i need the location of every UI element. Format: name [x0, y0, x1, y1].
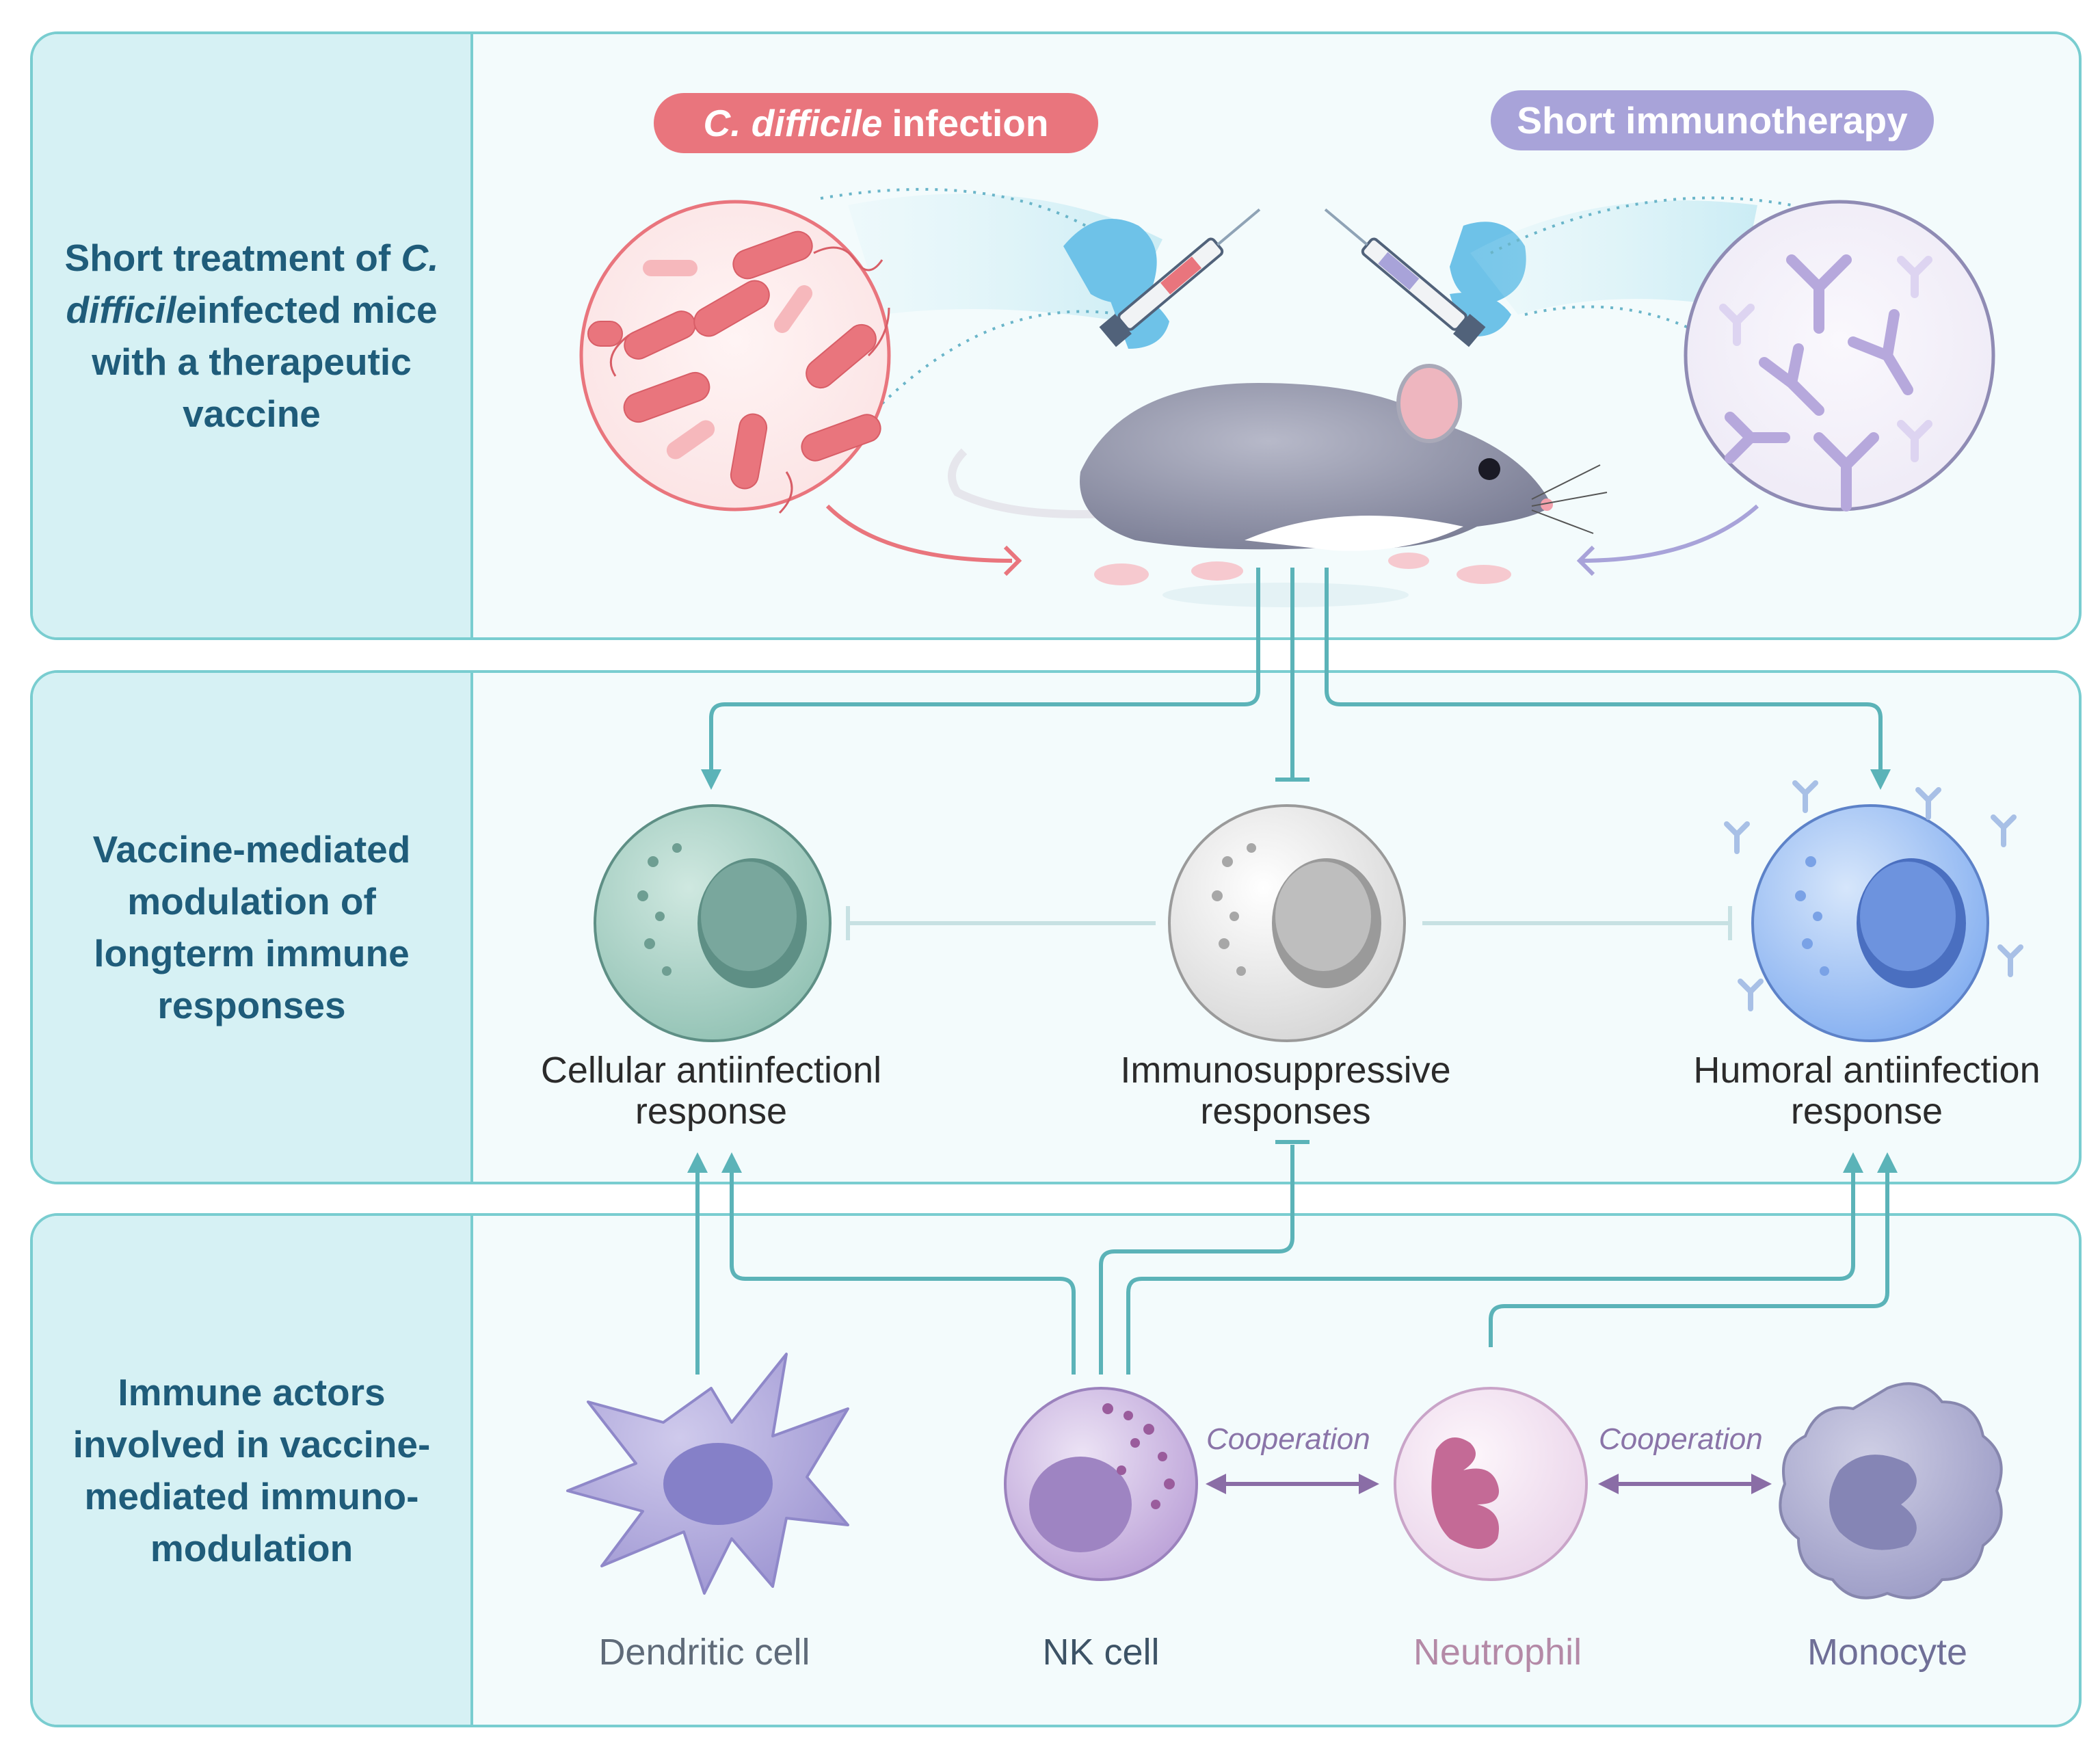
- humoral-cell-icon: [1724, 780, 2023, 1042]
- panel-actors-caption-box: Immune actors involved in vaccine-mediat…: [33, 1216, 473, 1725]
- monocyte-icon: [1779, 1382, 2003, 1600]
- cellular-response-label: Cellular antiinfectionl response: [540, 1050, 882, 1132]
- humoral-response-label: Humoral antiinfection response: [1693, 1050, 2041, 1132]
- immunosuppressive-label: Immunosuppressive responses: [1120, 1050, 1451, 1132]
- infection-word: infection: [892, 102, 1049, 144]
- cooperation-label-1: Cooperation: [1206, 1422, 1370, 1456]
- cellular-cell-icon: [594, 804, 832, 1042]
- infection-species: C. difficile: [703, 102, 883, 144]
- antibody-lens: [1470, 196, 1995, 576]
- mouse-icon: [948, 364, 1608, 607]
- panel-modulation: Vaccine-mediated modulation of longterm …: [30, 670, 2082, 1184]
- panel-treatment-caption-box: Short treatment of C. difficileinfected …: [33, 34, 473, 637]
- nk-cell-label: NK cell: [1042, 1632, 1160, 1673]
- caption-italic-species: C. difficile: [66, 237, 439, 331]
- nk-cell-icon: [1004, 1387, 1198, 1581]
- monocyte-label: Monocyte: [1807, 1632, 1968, 1673]
- caption-part-1: Short treatment of: [64, 237, 391, 279]
- panel-modulation-caption-box: Vaccine-mediated modulation of longterm …: [33, 673, 473, 1182]
- immunosuppressive-cell-icon: [1168, 804, 1406, 1042]
- dendritic-cell-icon: [566, 1353, 849, 1595]
- panel-actors-caption: Immune actors involved in vaccine-mediat…: [72, 1371, 431, 1569]
- panel-treatment-caption: Short treatment of C. difficileinfected …: [33, 232, 470, 440]
- neutrophil-label: Neutrophil: [1413, 1632, 1582, 1673]
- neutrophil-icon: [1394, 1387, 1588, 1581]
- caption-part-2: infected mice with a therapeutic vaccine: [92, 289, 438, 435]
- inhibition-lines: [846, 906, 1732, 940]
- immunotherapy-badge: Short immunotherapy: [1491, 90, 1934, 150]
- dendritic-cell-label: Dendritic cell: [598, 1632, 810, 1673]
- cooperation-label-2: Cooperation: [1599, 1422, 1763, 1456]
- panel-modulation-caption: Vaccine-mediated modulation of longterm …: [92, 828, 411, 1026]
- bacteria-lens: [579, 187, 1162, 576]
- syringe-left-icon: [1063, 208, 1261, 349]
- connector-lines: [687, 568, 1898, 1375]
